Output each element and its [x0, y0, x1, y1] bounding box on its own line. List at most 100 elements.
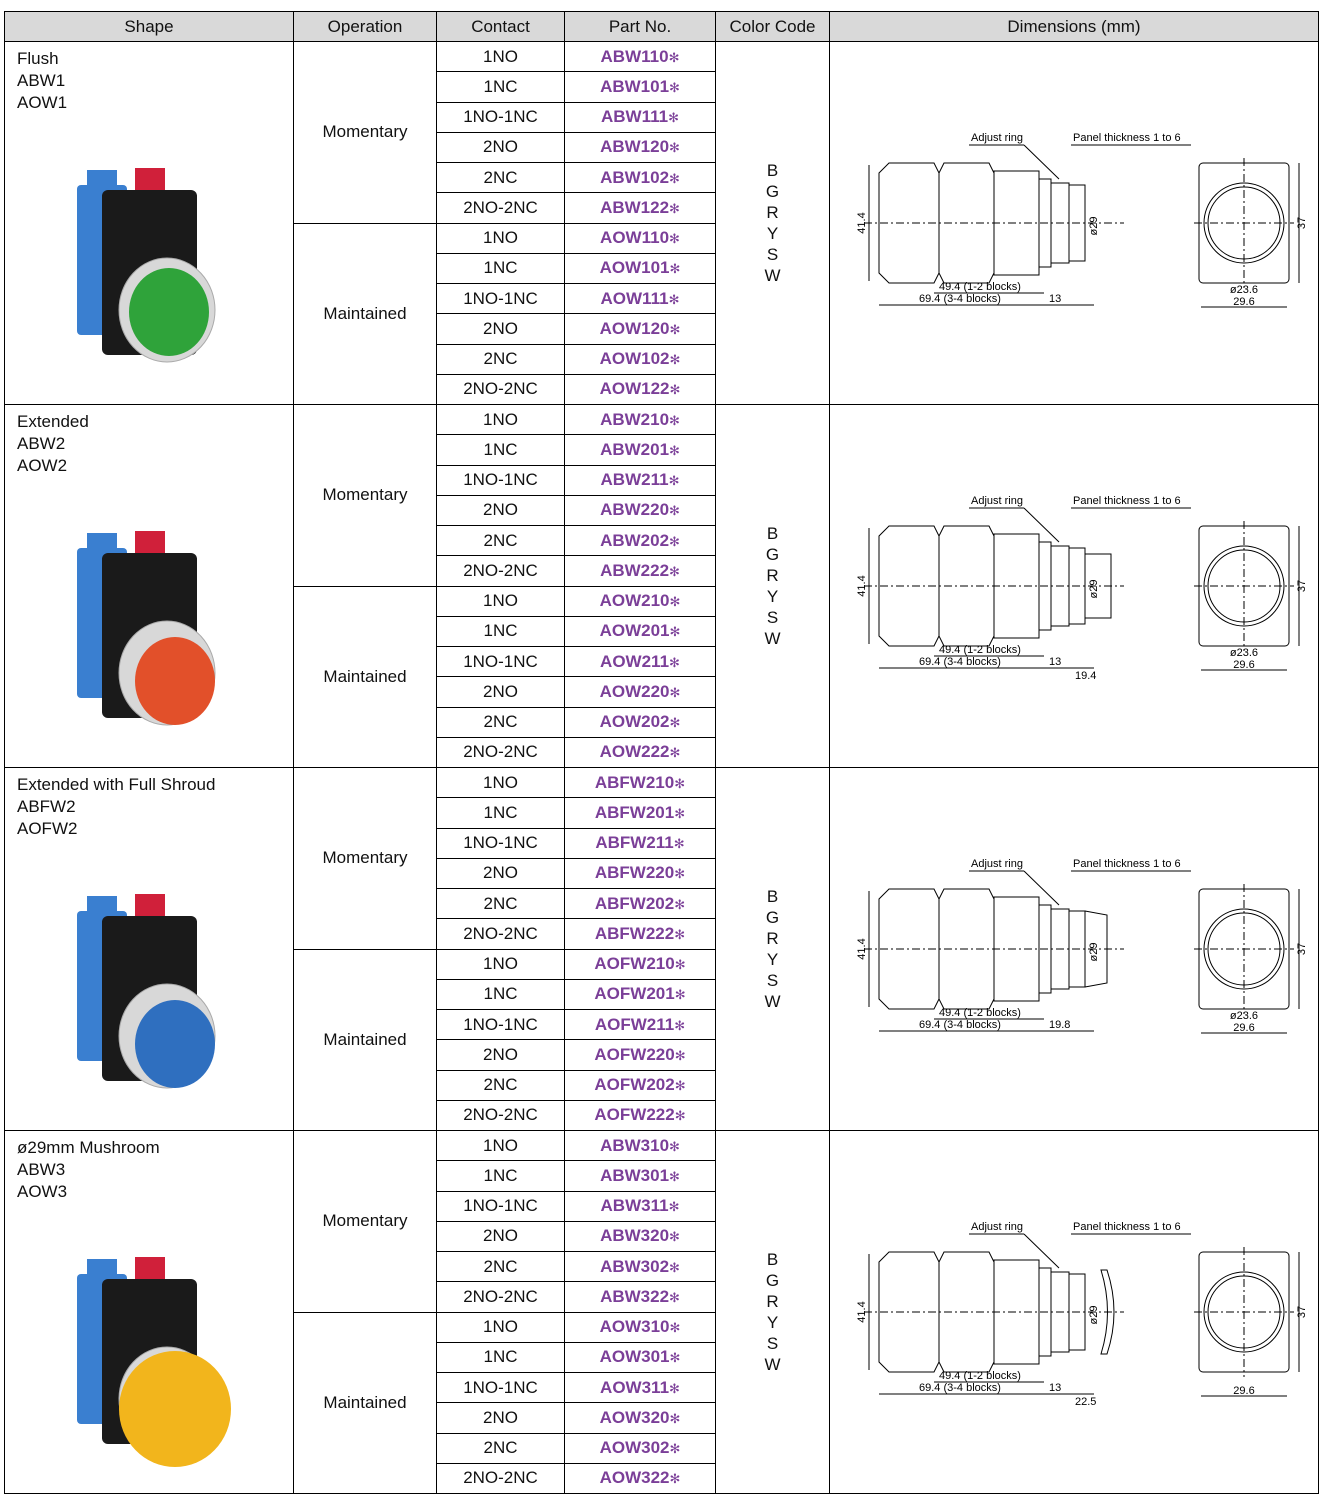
part-number: AOW110: [600, 228, 670, 248]
contact-cell: 1NO-1NC: [436, 1008, 565, 1041]
asterisk-icon: ✻: [669, 1138, 680, 1154]
color-code: B: [766, 524, 779, 543]
asterisk-icon: ✻: [669, 533, 680, 549]
dimension-label: 69.4 (3-4 blocks): [919, 656, 1001, 668]
asterisk-icon: ✻: [669, 654, 680, 670]
color-code: G: [765, 908, 780, 927]
asterisk-icon: ✻: [669, 1229, 680, 1245]
part-number: ABFW210: [594, 772, 675, 792]
part-number: ABFW201: [594, 802, 675, 822]
asterisk-icon: ✻: [669, 352, 681, 368]
contact-cell: 1NO-1NC: [436, 464, 565, 496]
part-number-cell: AOW220✻: [564, 676, 716, 708]
shape-text: ABW3: [17, 1160, 66, 1179]
asterisk-icon: ✻: [674, 926, 686, 942]
asterisk-icon: ✻: [669, 200, 680, 216]
contact-cell: 2NC: [436, 343, 565, 375]
contact-cell: 2NO-2NC: [436, 1099, 565, 1132]
part-number: ABW301: [600, 1165, 670, 1185]
part-number: ABW210: [600, 409, 670, 429]
dimension-label: 29.6: [1233, 296, 1254, 308]
part-number: AOW120: [599, 318, 670, 338]
contact-cell: 2NO-2NC: [436, 555, 565, 587]
color-code: R: [766, 566, 779, 585]
dimension-label: 29.6: [1233, 659, 1254, 671]
header-shape: Shape: [4, 11, 294, 42]
contact-cell: 2NO: [436, 1220, 565, 1253]
part-number-cell: ABW222✻: [564, 555, 716, 587]
asterisk-icon: ✻: [668, 49, 680, 65]
dimension-label: ø23.6: [1230, 647, 1258, 659]
push-button-photo: [77, 168, 216, 363]
shape-text: ABFW2: [17, 797, 76, 816]
part-number-cell: AOW310✻: [564, 1311, 716, 1343]
operation-cell: Maintained: [293, 948, 437, 1131]
color-code: Y: [766, 587, 779, 606]
part-number-cell: ABW220✻: [564, 494, 716, 527]
part-number: AOW211: [600, 651, 670, 671]
part-number-cell: ABW202✻: [564, 524, 716, 557]
part-number: AOW311: [600, 1377, 670, 1397]
contact-cell: 1NC: [436, 434, 565, 466]
contact-cell: 2NO-2NC: [436, 736, 565, 769]
part-number-cell: ABW120✻: [564, 131, 716, 164]
contact-cell: 1NO: [436, 1311, 565, 1343]
dimension-label: ø29: [1088, 943, 1100, 962]
contact-cell: 1NC: [436, 615, 565, 648]
part-number: ABW111: [601, 107, 669, 127]
asterisk-icon: ✻: [669, 1168, 680, 1184]
part-number: ABW320: [600, 1226, 670, 1246]
asterisk-icon: ✻: [669, 1259, 680, 1275]
contact-cell: 2NO: [436, 494, 565, 527]
contact-cell: 2NO: [436, 1039, 565, 1071]
dimension-label: 22.5: [1075, 1396, 1096, 1408]
asterisk-icon: ✻: [669, 1350, 681, 1366]
part-number-cell: AOW101✻: [564, 252, 716, 285]
asterisk-icon: ✻: [669, 442, 680, 458]
dimension-label: ø29: [1088, 1306, 1100, 1325]
contact-cell: 2NO: [436, 676, 565, 708]
contact-cell: 2NC: [436, 524, 565, 557]
part-number: ABW120: [600, 137, 670, 157]
contact-cell: 2NO-2NC: [436, 1462, 565, 1494]
asterisk-icon: ✻: [669, 231, 680, 247]
part-number: AOFW202: [594, 1075, 675, 1095]
part-number-cell: ABW311✻: [564, 1190, 716, 1222]
product-table: Shape Operation Contact Part No. Color C…: [4, 11, 1319, 1494]
asterisk-icon: ✻: [669, 412, 680, 428]
dimension-label: ø23.6: [1230, 284, 1258, 296]
contact-cell: 2NC: [436, 161, 565, 194]
color-code: S: [766, 608, 779, 627]
asterisk-icon: ✻: [668, 110, 679, 126]
dimension-label: ø29: [1088, 580, 1100, 599]
dimension-label: 49.4 (1-2 blocks): [939, 644, 1021, 656]
contact-cell: 2NC: [436, 1069, 565, 1101]
asterisk-icon: ✻: [674, 866, 686, 882]
dimension-label: Panel thickness 1 to 6: [1073, 495, 1181, 507]
operation-cell: Maintained: [293, 222, 437, 405]
part-number: ABW110: [600, 46, 669, 66]
contact-cell: 1NO-1NC: [436, 645, 565, 678]
header-operation: Operation: [293, 11, 437, 42]
dimension-label: 13: [1049, 293, 1061, 305]
contact-cell: 2NO-2NC: [436, 373, 565, 406]
asterisk-icon: ✻: [674, 805, 686, 821]
